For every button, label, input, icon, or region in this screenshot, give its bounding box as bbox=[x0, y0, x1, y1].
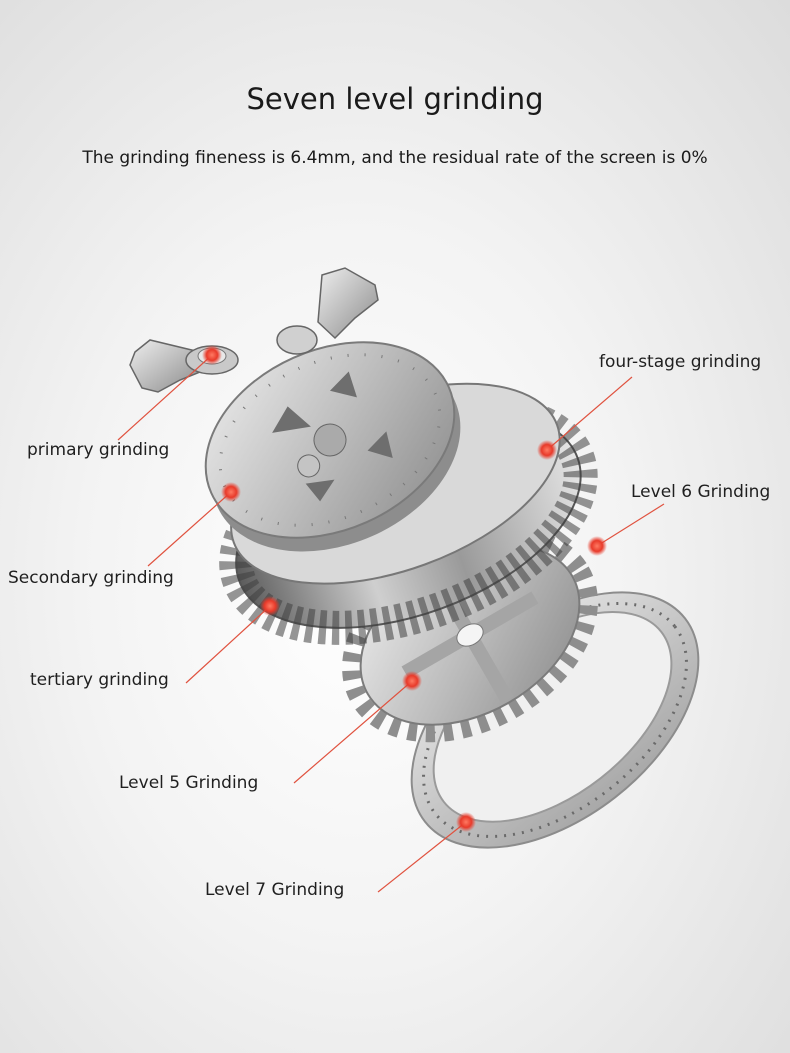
label-primary-grinding: primary grinding bbox=[27, 440, 170, 460]
leader-level7 bbox=[377, 821, 467, 893]
marker-level5 bbox=[402, 671, 422, 691]
label-tertiary-grinding: tertiary grinding bbox=[30, 670, 169, 690]
marker-level6 bbox=[587, 536, 607, 556]
page-subtitle: The grinding fineness is 6.4mm, and the … bbox=[82, 148, 708, 168]
leader-primary bbox=[117, 354, 213, 441]
leader-lines bbox=[117, 354, 665, 893]
primary-blade-left bbox=[129, 339, 239, 393]
primary-blade-right bbox=[276, 267, 379, 355]
leader-level6 bbox=[596, 503, 665, 547]
marker-level7 bbox=[456, 812, 476, 832]
marker-secondary bbox=[221, 482, 241, 502]
label-level7-grinding: Level 7 Grinding bbox=[205, 880, 345, 900]
label-level5-grinding: Level 5 Grinding bbox=[119, 773, 259, 793]
leader-four-stage bbox=[546, 376, 633, 451]
marker-primary bbox=[202, 345, 222, 365]
top-cutting-disc bbox=[204, 341, 461, 552]
leader-secondary bbox=[147, 491, 232, 567]
label-level6-grinding: Level 6 Grinding bbox=[631, 482, 771, 502]
markers bbox=[202, 345, 607, 832]
leader-level5 bbox=[293, 680, 413, 784]
leader-tertiary bbox=[185, 605, 271, 684]
label-four-stage-grinding: four-stage grinding bbox=[599, 352, 762, 372]
marker-tertiary bbox=[260, 596, 280, 616]
label-secondary-grinding: Secondary grinding bbox=[8, 568, 174, 588]
page-title: Seven level grinding bbox=[246, 82, 544, 116]
marker-four-stage bbox=[537, 440, 557, 460]
